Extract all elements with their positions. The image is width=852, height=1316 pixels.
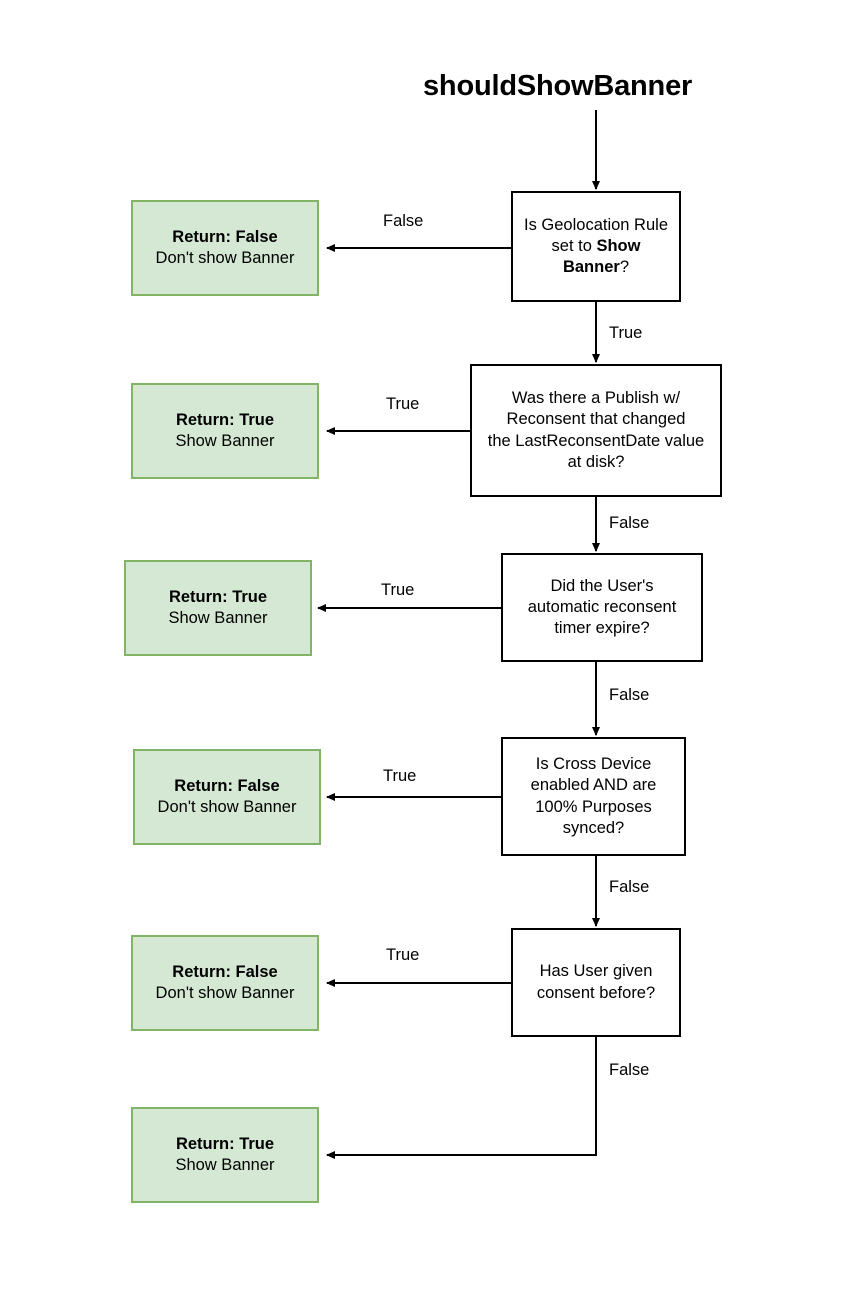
terminal-return-false-prior-consent[interactable]: Return: False Don't show Banner bbox=[131, 935, 319, 1031]
terminal-return-false-geolocation[interactable]: Return: False Don't show Banner bbox=[131, 200, 319, 296]
decision-crossdevice-line3: 100% Purposes bbox=[535, 797, 652, 816]
decision-geolocation-line2-bold: Show bbox=[596, 236, 641, 255]
decision-crossdevice-line4: synced? bbox=[562, 818, 625, 837]
decision-consent-line1: Has User given bbox=[539, 962, 653, 981]
edge-consent-false bbox=[326, 1037, 597, 1159]
decision-reconsent-line3: the LastReconsentDate value bbox=[487, 431, 705, 450]
terminal-detail: Don't show Banner bbox=[155, 249, 295, 267]
terminal-detail: Show Banner bbox=[175, 432, 275, 450]
terminal-return-false-crossdevice[interactable]: Return: False Don't show Banner bbox=[133, 749, 321, 845]
decision-geolocation-line1: Is Geolocation Rule bbox=[524, 215, 668, 234]
decision-reconsent-timer[interactable]: Did the User's automatic reconsent timer… bbox=[501, 553, 703, 662]
decision-timer-line1: Did the User's bbox=[550, 576, 654, 595]
terminal-detail: Show Banner bbox=[175, 1156, 275, 1174]
decision-geolocation-line3-bold: Banner bbox=[562, 258, 620, 277]
edge-label-geolocation-false: False bbox=[383, 212, 424, 230]
decision-timer-line3: timer expire? bbox=[554, 619, 650, 638]
edge-label-reconsent-true: True bbox=[386, 395, 420, 413]
terminal-return-true-reconsent[interactable]: Return: True Show Banner bbox=[131, 383, 319, 479]
terminal-result: Return: True bbox=[175, 1134, 275, 1153]
decision-geolocation-line2-pre: set to bbox=[551, 236, 597, 255]
decision-cross-device-sync[interactable]: Is Cross Device enabled AND are 100% Pur… bbox=[501, 737, 686, 856]
terminal-result: Return: False bbox=[174, 776, 280, 795]
decision-publish-reconsent[interactable]: Was there a Publish w/ Reconsent that ch… bbox=[470, 364, 722, 497]
edge-label-consent-true: True bbox=[386, 946, 420, 964]
edge-label-geolocation-true: True bbox=[609, 324, 643, 342]
terminal-detail: Show Banner bbox=[168, 609, 268, 627]
decision-prior-consent[interactable]: Has User given consent before? bbox=[511, 928, 681, 1037]
decision-crossdevice-line2: enabled AND are bbox=[530, 776, 657, 795]
terminal-return-true-final[interactable]: Return: True Show Banner bbox=[131, 1107, 319, 1203]
page-title: shouldShowBanner bbox=[423, 70, 693, 102]
terminal-return-true-timer[interactable]: Return: True Show Banner bbox=[124, 560, 312, 656]
edge-label-crossdevice-false: False bbox=[609, 878, 650, 896]
decision-reconsent-line2: Reconsent that changed bbox=[506, 410, 686, 429]
decision-consent-line2: consent before? bbox=[536, 983, 656, 1002]
terminal-result: Return: True bbox=[175, 410, 275, 429]
decision-geolocation-line3: Banner? bbox=[563, 257, 629, 278]
edge-label-timer-false: False bbox=[609, 686, 650, 704]
terminal-result: Return: False bbox=[172, 227, 278, 246]
edge-label-consent-false: False bbox=[609, 1061, 650, 1079]
edge-label-timer-true: True bbox=[381, 581, 415, 599]
edge-label-crossdevice-true: True bbox=[383, 767, 417, 785]
terminal-result: Return: False bbox=[172, 962, 278, 981]
decision-geolocation-line3-post: ? bbox=[619, 258, 630, 277]
terminal-detail: Don't show Banner bbox=[155, 984, 295, 1002]
terminal-detail: Don't show Banner bbox=[157, 798, 297, 816]
decision-geolocation-rule[interactable]: Is Geolocation Rule set to Show Banner? bbox=[511, 191, 681, 302]
edge-label-reconsent-false: False bbox=[609, 514, 650, 532]
decision-crossdevice-line1: Is Cross Device bbox=[535, 755, 652, 774]
decision-reconsent-line1: Was there a Publish w/ bbox=[511, 389, 681, 408]
decision-geolocation-line2: set to Show bbox=[552, 236, 641, 257]
decision-reconsent-line4: at disk? bbox=[567, 452, 625, 471]
decision-timer-line2: automatic reconsent bbox=[527, 597, 677, 616]
terminal-result: Return: True bbox=[168, 587, 268, 606]
